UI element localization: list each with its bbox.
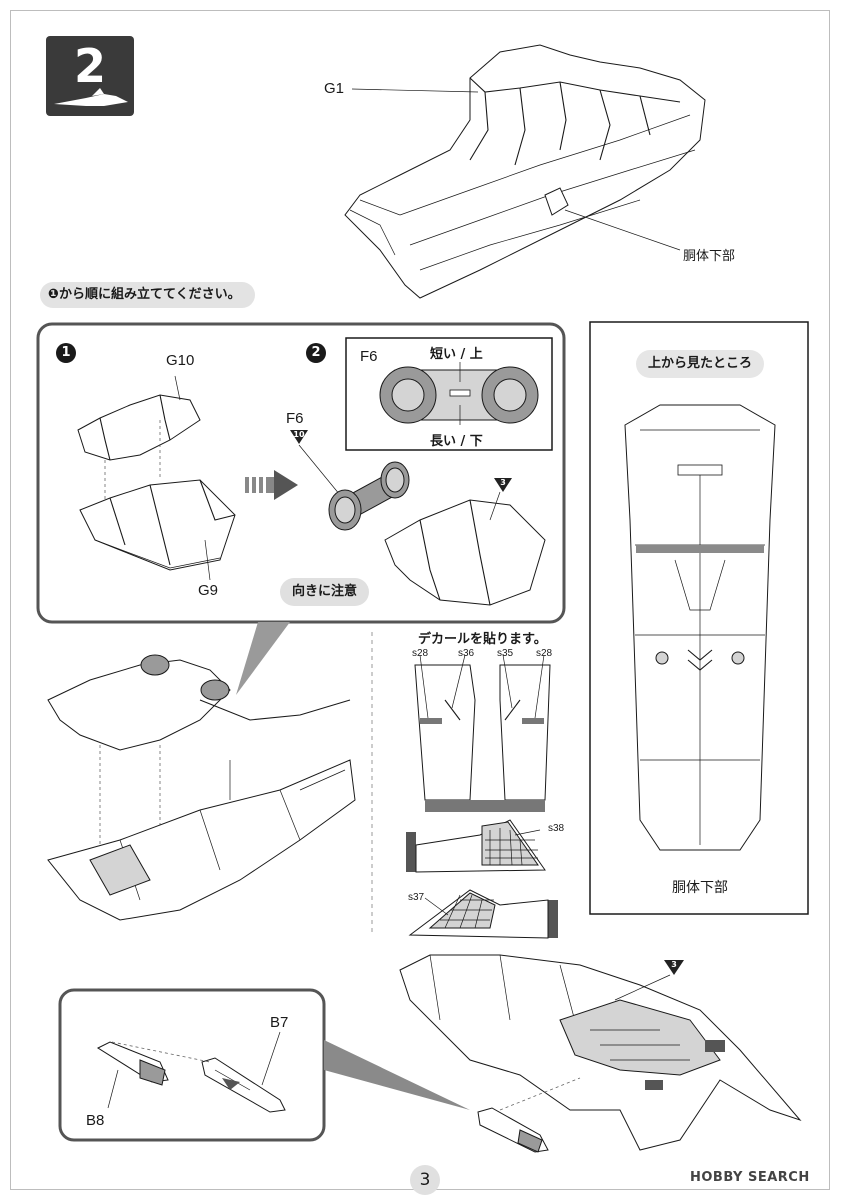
label-g10: G10 xyxy=(166,352,195,369)
ref-marker-10 xyxy=(290,430,308,444)
label-long-down: 長い / 下 xyxy=(430,434,483,449)
top-view-title: 上から見たところ xyxy=(636,350,765,378)
sub-step-1-marker: 1 xyxy=(56,343,76,363)
ref-marker-3b xyxy=(664,960,684,975)
ref-marker-3b-label: 3 xyxy=(671,960,677,969)
label-b7: B7 xyxy=(270,1014,289,1031)
sub-step-2-marker: 2 xyxy=(306,343,326,363)
ref-marker-3a xyxy=(494,478,512,492)
ref-marker-10-label: 10 xyxy=(293,430,305,439)
step-badge: 2 xyxy=(46,36,134,116)
label-f6-left: F6 xyxy=(286,410,304,427)
label-g9: G9 xyxy=(198,582,219,599)
decal-s28-left: s28 xyxy=(412,648,429,659)
label-f6-box: F6 xyxy=(360,348,378,365)
label-lower-fuselage-box: 胴体下部 xyxy=(672,880,728,896)
leader-lines-top xyxy=(351,88,681,251)
hobby-search-watermark: HOBBY SEARCH xyxy=(690,1170,810,1185)
page-number: 3 xyxy=(410,1165,440,1195)
decal-title: デカールを貼ります。 xyxy=(418,632,547,647)
decal-s37: s37 xyxy=(408,892,425,903)
decal-s38: s38 xyxy=(548,823,565,834)
lower-fuselage-illustration xyxy=(344,44,706,299)
step-number: 2 xyxy=(73,39,106,93)
decal-s28-right: s28 xyxy=(536,648,553,659)
label-lower-fuselage-top: 胴体下部 xyxy=(683,249,736,264)
label-g1: G1 xyxy=(324,80,345,97)
ref-marker-3a-label: 3 xyxy=(500,478,506,487)
label-b8: B8 xyxy=(86,1112,105,1129)
decal-s36: s36 xyxy=(458,648,475,659)
label-short-up: 短い / 上 xyxy=(430,347,483,362)
orientation-note: 向きに注意 xyxy=(280,578,370,606)
jet-silhouette-icon xyxy=(54,88,128,106)
decal-s35: s35 xyxy=(497,648,514,659)
assembly-instruction: ❶から順に組み立ててください。 xyxy=(40,282,255,308)
